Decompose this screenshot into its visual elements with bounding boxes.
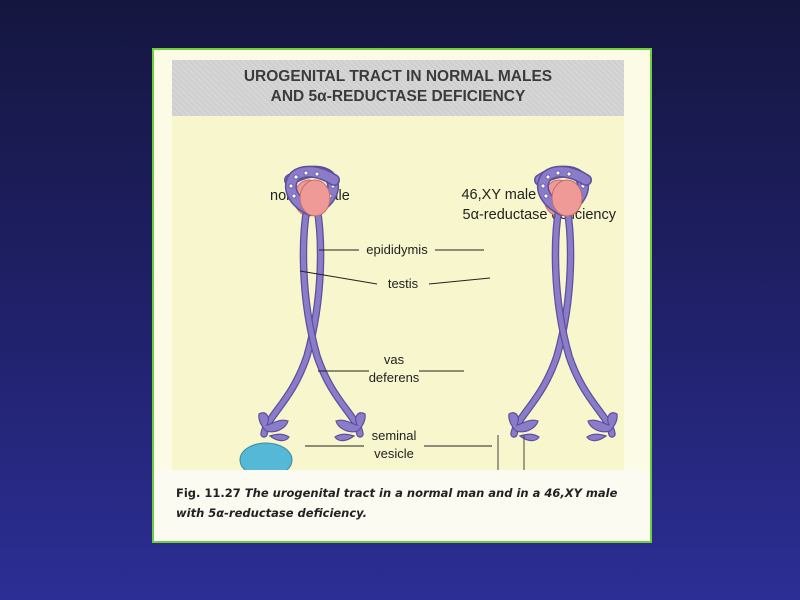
label-seminal-2: vesicle (374, 446, 414, 461)
slide-figure: UROGENITAL TRACT IN NORMAL MALES AND 5α-… (152, 48, 652, 543)
figure-number: Fig. 11.27 (176, 486, 241, 500)
label-testis: testis (388, 276, 419, 291)
label-epididymis: epididymis (366, 242, 428, 257)
title-deficient-line-2: 5α-reductase deficiency (463, 207, 617, 223)
label-vas-1: vas (384, 352, 405, 367)
caption-area: Fig. 11.27 The urogenital tract in a nor… (154, 470, 650, 541)
figure-header: UROGENITAL TRACT IN NORMAL MALES AND 5α-… (172, 60, 624, 116)
label-vas-2: deferens (369, 370, 420, 385)
figure-caption: Fig. 11.27 The urogenital tract in a nor… (176, 483, 626, 523)
figure-title-line-2: AND 5α-REDUCTASE DEFICIENCY (270, 88, 526, 105)
figure-caption-text: The urogenital tract in a normal man and… (176, 486, 618, 520)
label-seminal-1: seminal (372, 428, 417, 443)
urogenital-diagram: normal male 46,XY male with 5α-reductase… (180, 116, 624, 495)
diagram-area: normal male 46,XY male with 5α-reductase… (172, 116, 624, 495)
vagina-outline (497, 435, 525, 495)
prostate-shape (239, 442, 293, 481)
figure-title-line-1: UROGENITAL TRACT IN NORMAL MALES (243, 68, 553, 85)
